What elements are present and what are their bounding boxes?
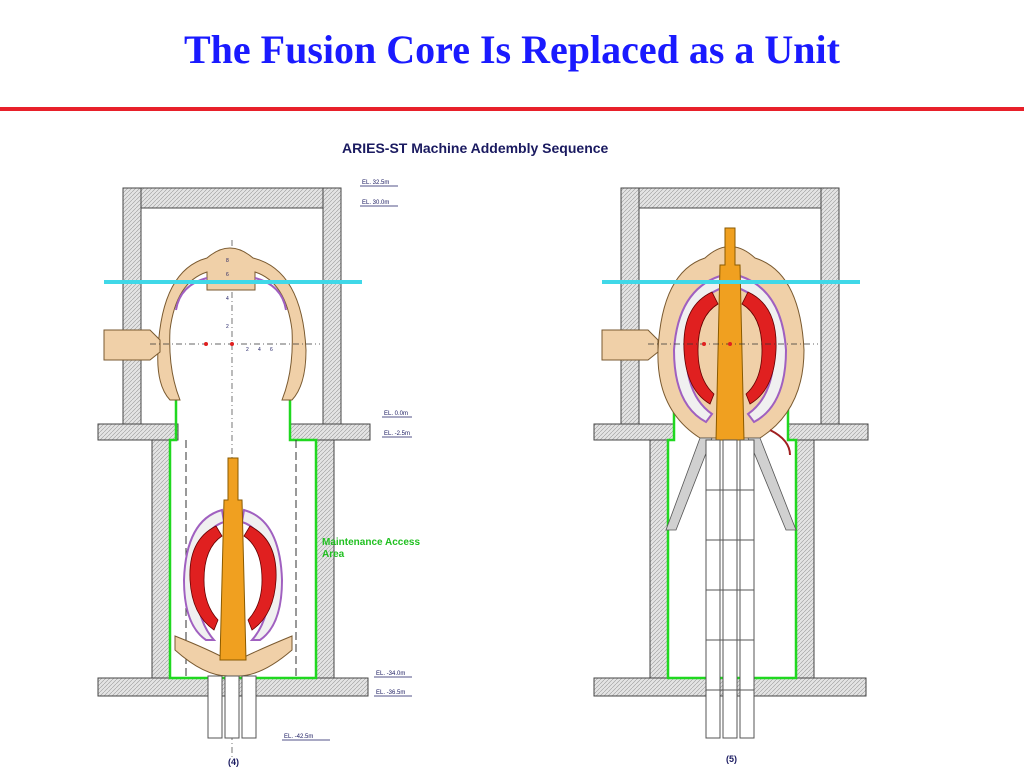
axis-tick: 4 — [258, 347, 261, 353]
wall-lower-right — [795, 439, 815, 679]
elevation-label: EL. 30.0m — [362, 200, 389, 206]
floor-slab-right — [787, 423, 869, 441]
panel-left: 8 6 4 2 2 4 6 Maintenance Access Area EL… — [97, 180, 420, 767]
floor-slab-left — [97, 423, 179, 441]
beam-line — [104, 280, 362, 284]
port — [601, 329, 659, 361]
center-post — [219, 457, 247, 661]
axis-tick: 4 — [226, 296, 229, 302]
wall-upper-left — [620, 187, 640, 425]
floor-slab-left — [593, 423, 675, 441]
elevation-label: EL. 32.5m — [362, 180, 389, 186]
wall-upper-right — [322, 187, 342, 425]
elevation-label: EL. -2.5m — [384, 431, 410, 437]
elevation-label: EL. -42.5m — [284, 734, 313, 740]
axis-tick: 6 — [226, 272, 229, 278]
diagram-heading: ARIES-ST Machine Addembly Sequence — [342, 140, 609, 156]
maintenance-label: Maintenance Access — [322, 537, 420, 548]
coil-right — [741, 291, 777, 405]
coil-right — [243, 525, 277, 631]
panel-right: (5) — [593, 187, 869, 764]
axis-tick: 2 — [246, 347, 249, 353]
elevation-label: EL. -36.5m — [376, 690, 405, 696]
coil-left — [189, 525, 223, 631]
wall-upper-left — [122, 187, 142, 425]
elevation-label: EL. -34.0m — [376, 671, 405, 677]
coil-left — [683, 291, 719, 405]
wall-lower-left — [649, 439, 669, 679]
maintenance-label-line2: Area — [322, 549, 345, 560]
floor-slab-right — [289, 423, 371, 441]
assembly-diagram: ARIES-ST Machine Addembly Sequence — [97, 140, 869, 767]
liner — [168, 396, 318, 680]
port — [103, 329, 161, 361]
title-rule — [0, 107, 1024, 111]
panel-caption: (5) — [726, 754, 737, 764]
wall-upper-right — [820, 187, 840, 425]
axis-tick: 6 — [270, 347, 273, 353]
axis-tick: 2 — [226, 324, 229, 330]
slide-title: The Fusion Core Is Replaced as a Unit — [184, 27, 840, 72]
wall-lower-left — [151, 439, 171, 679]
roof-slab — [122, 187, 342, 209]
beam-line — [602, 280, 860, 284]
axis-tick: 8 — [226, 258, 229, 264]
panel-caption: (4) — [228, 757, 239, 767]
elevation-label: EL. 0.0m — [384, 411, 408, 417]
roof-slab — [620, 187, 840, 209]
